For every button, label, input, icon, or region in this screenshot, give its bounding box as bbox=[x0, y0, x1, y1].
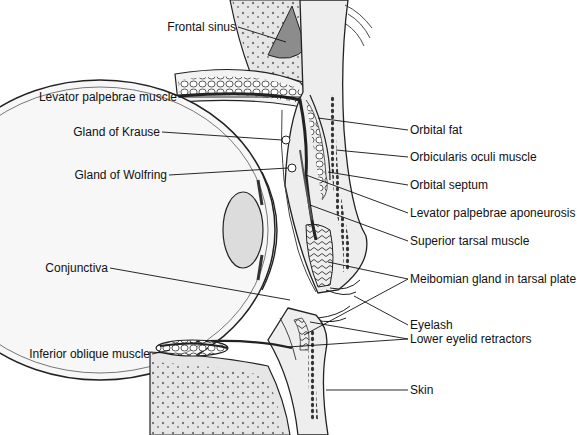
part-label: Orbicularis oculi muscle bbox=[410, 150, 537, 164]
lens bbox=[223, 192, 263, 268]
leader-line bbox=[169, 168, 288, 175]
orbital-septum bbox=[310, 95, 330, 180]
part-label: Conjunctiva bbox=[45, 261, 108, 275]
gland-krause bbox=[282, 136, 290, 144]
part-label: Superior tarsal muscle bbox=[410, 234, 529, 248]
cornea bbox=[262, 172, 277, 290]
conjunctiva-lower bbox=[280, 318, 296, 360]
part-label: Levator palpebrae muscle bbox=[39, 90, 177, 104]
leader-line bbox=[310, 322, 408, 339]
leader-line bbox=[304, 279, 408, 335]
levator-muscle bbox=[178, 94, 316, 240]
inferior-oblique bbox=[156, 340, 228, 356]
part-label: Skin bbox=[410, 383, 433, 397]
leader-line bbox=[306, 175, 408, 213]
part-label: Eyelash bbox=[410, 318, 453, 332]
inferior-oblique-fibres bbox=[160, 343, 228, 348]
upper-eyelash bbox=[326, 280, 360, 295]
floor-texture bbox=[152, 362, 284, 435]
eyeball bbox=[0, 80, 275, 380]
leader-line bbox=[288, 339, 408, 347]
part-label: Orbital septum bbox=[410, 178, 488, 192]
tarsal-plate bbox=[306, 224, 333, 287]
lower-tarsus bbox=[294, 318, 309, 350]
leader-line bbox=[310, 205, 408, 241]
leader-line bbox=[110, 268, 290, 300]
orbital-floor bbox=[150, 352, 290, 435]
leader-lines bbox=[110, 27, 408, 390]
leader-line bbox=[238, 27, 286, 42]
leader-line bbox=[326, 390, 408, 391]
superior-tarsal-muscle bbox=[300, 150, 312, 220]
orbital-fat-roof bbox=[178, 76, 312, 106]
part-label: Frontal sinus bbox=[167, 20, 236, 34]
part-label: Gland of Wolfring bbox=[75, 168, 168, 182]
leader-line bbox=[354, 296, 408, 325]
part-label: Gland of Krause bbox=[73, 125, 160, 139]
sclera-line bbox=[0, 87, 268, 373]
leader-line bbox=[179, 97, 300, 98]
orbital-fat bbox=[306, 100, 327, 200]
part-label: Inferior oblique muscle bbox=[29, 347, 150, 361]
gland-wolfring bbox=[288, 164, 296, 172]
part-label: Lower eyelid retractors bbox=[410, 332, 531, 346]
conjunctiva-upper bbox=[281, 110, 316, 292]
orbicularis-lower bbox=[308, 330, 318, 420]
leader-line bbox=[162, 132, 282, 140]
leader-line bbox=[152, 350, 170, 354]
leader-line bbox=[318, 118, 408, 130]
part-label: Meibomian gland in tarsal plate bbox=[410, 272, 576, 286]
leader-line bbox=[336, 150, 408, 157]
part-label: Orbital fat bbox=[410, 123, 462, 137]
part-label: Levator palpebrae aponeurosis bbox=[410, 206, 575, 220]
leader-line bbox=[328, 172, 408, 185]
leader-line bbox=[328, 262, 408, 279]
eyebrow-hairs bbox=[345, 5, 372, 46]
